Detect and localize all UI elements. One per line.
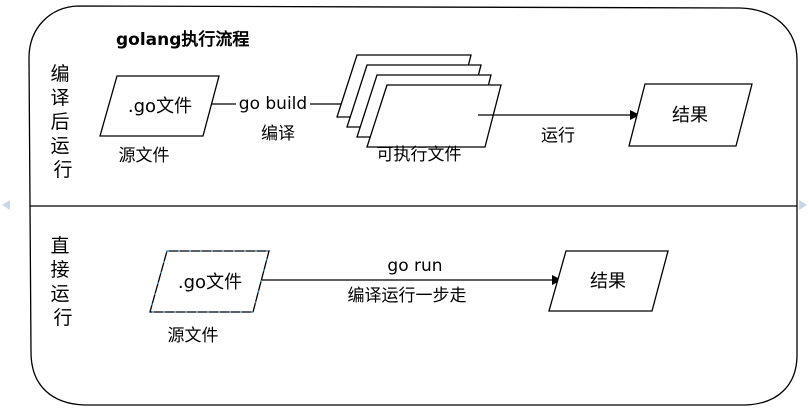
go-run-command-label: go run [387, 256, 442, 276]
side-char: 接 [50, 259, 69, 281]
source-file-node[interactable]: .go文件 [99, 75, 220, 137]
side-char: 运 [50, 135, 69, 157]
outer-container[interactable] [28, 5, 798, 406]
side-char: 运 [50, 283, 69, 305]
go-run-caption: 编译运行一步走 [348, 286, 467, 306]
side-char: 译 [50, 87, 69, 109]
build-command-label: go build [239, 94, 307, 114]
compile-side-label: 编 译 后 运 行 [50, 63, 75, 181]
run-caption: 运行 [541, 126, 575, 146]
direct-result-label: 结果 [590, 271, 626, 292]
build-caption: 编译 [261, 124, 295, 144]
direct-run-section: 直 接 运 行 .go文件 源文件 go run 编译运行一步走 结果 [50, 235, 669, 346]
executable-caption: 可执行文件 [377, 145, 462, 165]
direct-side-label: 直 接 运 行 [50, 235, 75, 329]
side-char: 行 [53, 159, 72, 181]
side-char: 后 [50, 111, 69, 133]
side-char: 行 [53, 307, 72, 329]
source-file-label: .go文件 [128, 96, 192, 117]
side-char: 直 [50, 235, 69, 257]
left-edge-arrow-icon [2, 200, 10, 210]
direct-source-file-caption: 源文件 [168, 326, 219, 346]
source-file-caption: 源文件 [119, 146, 170, 166]
build-label-bg [236, 93, 310, 115]
result-label: 结果 [672, 105, 708, 126]
direct-source-file-label: .go文件 [178, 272, 242, 293]
side-char: 编 [50, 63, 69, 85]
right-edge-arrow-icon [799, 200, 807, 210]
compile-section: 编 译 后 运 行 .go文件 源文件 go build 编译 可执行文件 运行 [50, 54, 753, 181]
result-node[interactable]: 结果 [628, 83, 753, 147]
executable-stack-node[interactable] [336, 54, 502, 148]
direct-result-node[interactable]: 结果 [548, 250, 669, 312]
source-file-node-selected[interactable]: .go文件 [149, 250, 270, 313]
diagram-title: golang执行流程 [116, 29, 249, 50]
